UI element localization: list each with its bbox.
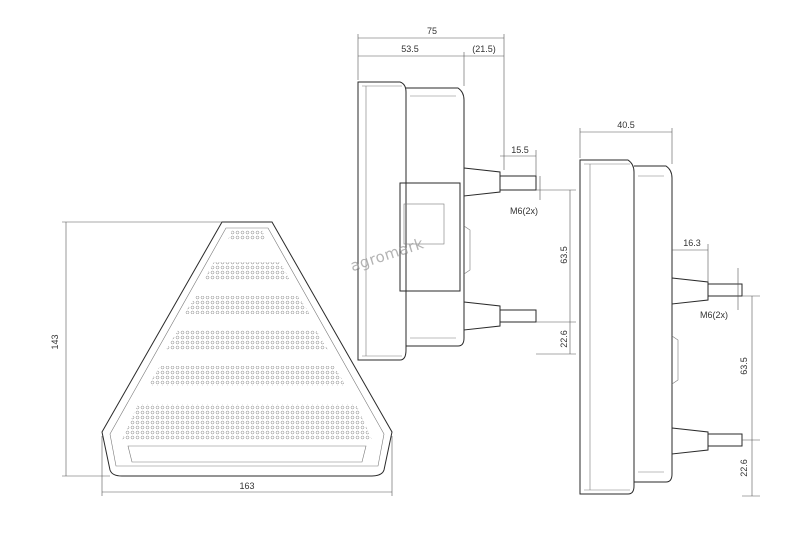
front-view	[62, 221, 393, 496]
side-view	[357, 34, 576, 361]
side2-stud-offset-label: 22.6	[739, 459, 749, 477]
side2-thread-label: M6(2x)	[700, 310, 728, 320]
front-height-label: 143	[50, 334, 60, 349]
front-width-label: 163	[239, 481, 254, 491]
side2-depth-label: 40.5	[617, 120, 635, 130]
side-thread-label: M6(2x)	[510, 206, 538, 216]
side-depth-rear-label: (21.5)	[472, 44, 496, 54]
side2-stud-spacing-label: 63.5	[739, 357, 749, 375]
side-stud-spacing-label: 63.5	[559, 246, 569, 264]
side-stud-offset-label: 22.6	[559, 330, 569, 348]
side-stud-length-label: 15.5	[511, 145, 529, 155]
side-depth-total-label: 75	[427, 26, 437, 36]
side2-stud-length-label: 16.3	[683, 238, 701, 248]
side-depth-body-label: 53.5	[401, 44, 419, 54]
side-view-2	[579, 128, 760, 497]
